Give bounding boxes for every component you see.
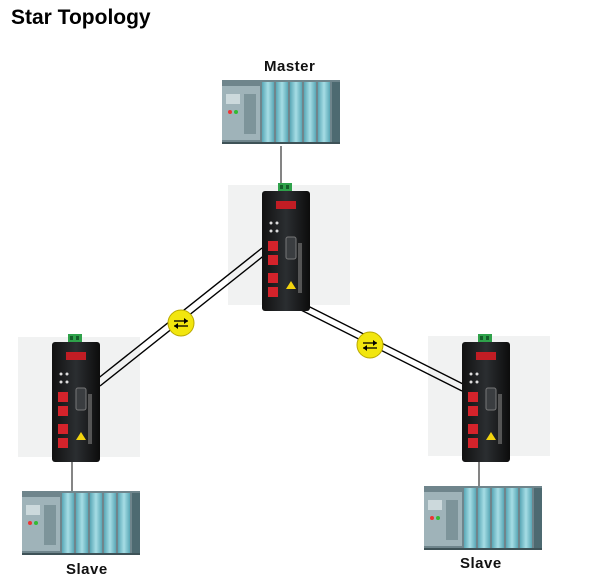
slave-left-label: Slave — [66, 561, 108, 575]
right-link-bidirectional-arrows-icon — [356, 331, 384, 359]
diagram-title: Star Topology — [11, 6, 151, 29]
left-fiber-converter-icon — [51, 333, 101, 463]
right-fiber-converter-icon — [461, 333, 511, 463]
master-label: Master — [264, 58, 316, 75]
center-fiber-converter-icon — [261, 182, 311, 312]
slave-right-label: Slave — [460, 555, 502, 572]
master-plc-icon — [221, 79, 341, 145]
slave-right-plc-icon — [423, 485, 543, 551]
slave-left-plc-icon — [21, 490, 141, 556]
left-link-bidirectional-arrows-icon — [167, 309, 195, 337]
